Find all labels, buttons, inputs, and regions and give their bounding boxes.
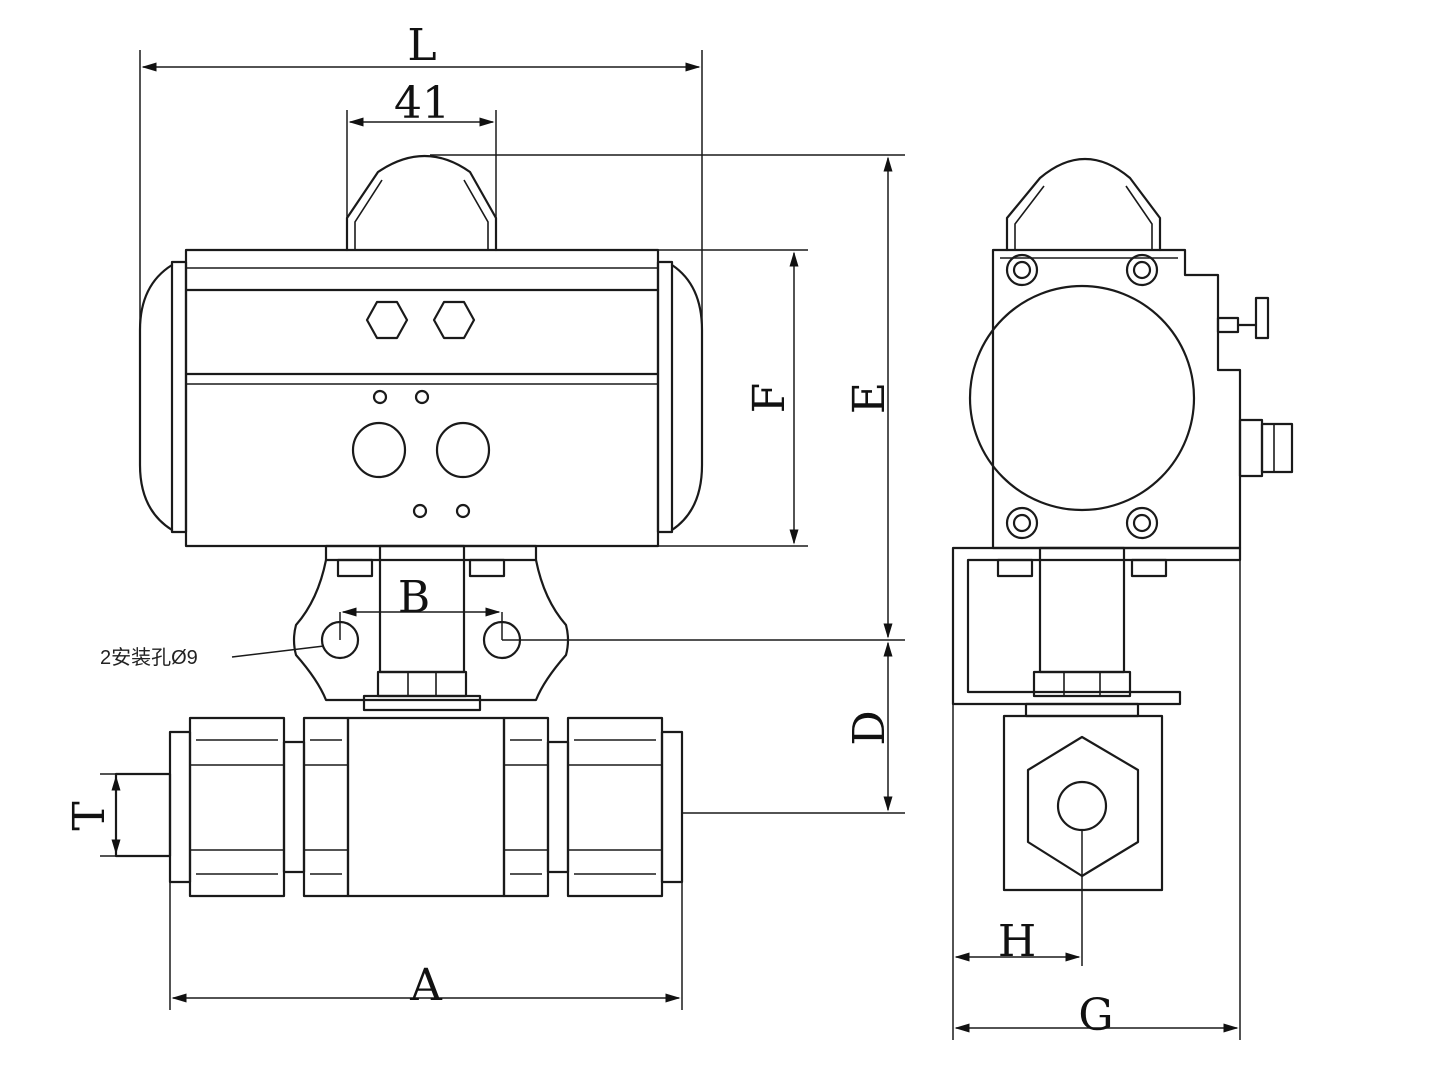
side-view [951, 158, 1294, 1040]
side-t-handle [1216, 296, 1270, 340]
mounting-holes-note: 2安装孔Ø9 [100, 646, 198, 669]
hex-plug-right [432, 300, 476, 340]
mounting-bracket [292, 544, 570, 712]
side-valve-body [1002, 714, 1164, 892]
side-indicator [1005, 158, 1162, 252]
label-L: L [407, 20, 436, 71]
side-hex-nut [1026, 735, 1140, 878]
actuator-body [138, 248, 704, 548]
valve-body [114, 716, 684, 898]
dimension-labels: L 41 B A H G F E D T 2安装孔Ø9 [64, 20, 1114, 1041]
air-port-left [351, 421, 407, 479]
label-E: E [844, 382, 895, 414]
side-fitting [1238, 418, 1294, 478]
air-port-right [435, 421, 491, 479]
label-D: D [844, 710, 895, 745]
label-41: 41 [394, 78, 450, 129]
front-view [100, 50, 905, 1010]
label-T: T [64, 801, 115, 830]
hex-plug-left [365, 300, 409, 340]
position-indicator [345, 155, 498, 252]
side-actuator-disc [968, 284, 1196, 512]
label-F: F [744, 383, 795, 414]
side-bracket [951, 546, 1242, 718]
side-bore [1056, 780, 1108, 832]
label-A: A [409, 960, 443, 1011]
dimension-lines-side [952, 548, 1241, 1040]
label-B: B [398, 572, 430, 623]
label-G: G [1078, 990, 1113, 1041]
side-actuator-housing [991, 248, 1242, 550]
dimension-lines-front [100, 50, 905, 1010]
label-H: H [998, 916, 1036, 967]
